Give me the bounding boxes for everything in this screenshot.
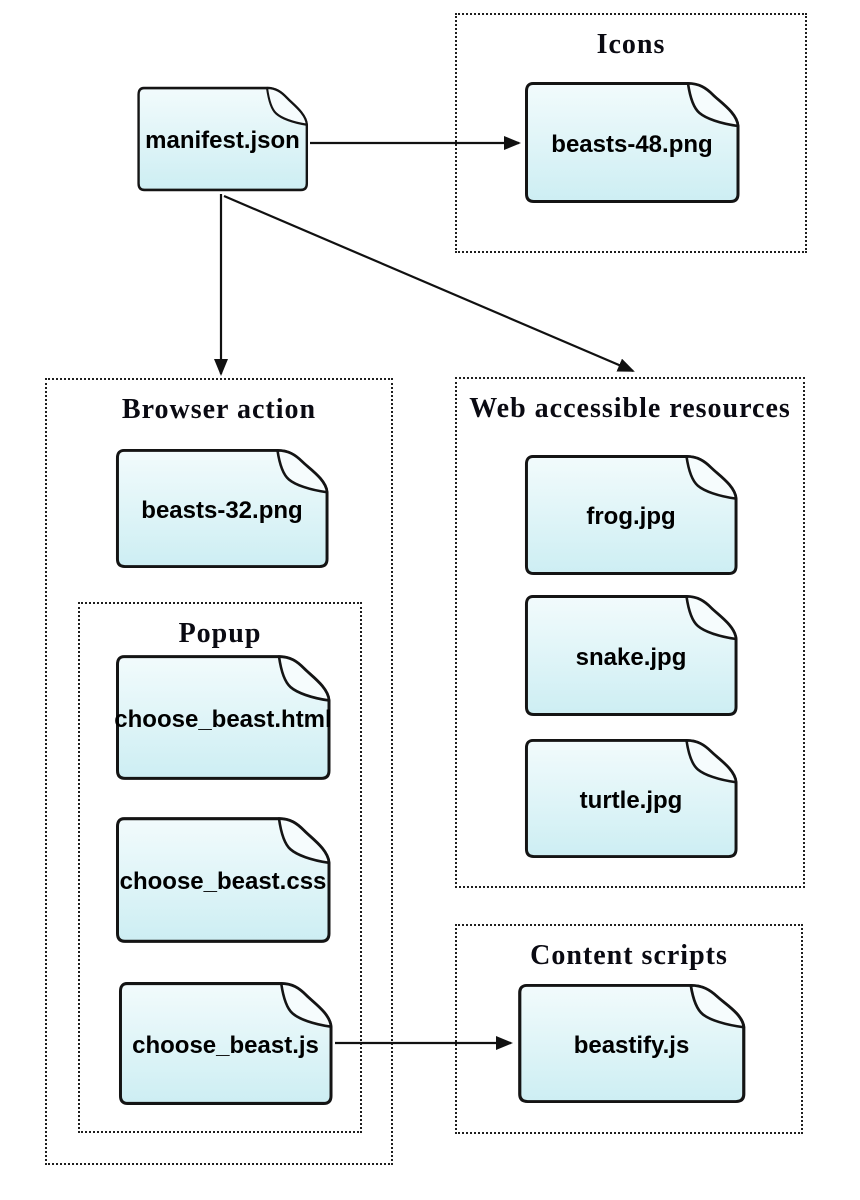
- file-label-frog: frog.jpg: [586, 503, 676, 530]
- group-content-scripts: Content scripts: [455, 924, 803, 1134]
- file-label-choose-beast-js: choose_beast.js: [132, 1031, 319, 1059]
- file-node-frog: frog.jpg: [522, 453, 740, 577]
- group-popup: Popup: [78, 602, 362, 1133]
- document-icon: [518, 983, 746, 1104]
- file-node-beasts-32: beasts-32.png: [113, 447, 331, 570]
- document-icon: [118, 982, 333, 1105]
- file-node-beastify: beastify.js: [515, 982, 748, 1105]
- file-node-snake: snake.jpg: [522, 593, 740, 718]
- file-node-manifest: manifest.json: [135, 85, 310, 193]
- file-node-beasts-48: beasts-48.png: [522, 80, 742, 205]
- group-title-web-accessible-resources: Web accessible resources: [469, 393, 791, 424]
- file-label-choose-beast-css: choose_beast.css: [119, 868, 327, 895]
- document-icon: [116, 655, 331, 780]
- document-icon: [524, 595, 738, 716]
- group-browser-action: Browser action: [45, 378, 393, 1165]
- document-icon: [524, 454, 738, 576]
- group-title-popup: Popup: [178, 618, 262, 649]
- file-label-beasts-32: beasts-32.png: [141, 496, 303, 524]
- file-label-choose-beast-html: choose_beast.html: [114, 705, 332, 733]
- document-icon: [525, 82, 740, 203]
- file-label-snake: snake.jpg: [575, 643, 687, 671]
- document-icon: [137, 86, 309, 192]
- file-label-beastify: beastify.js: [573, 1031, 690, 1059]
- group-title-icons: Icons: [596, 29, 666, 60]
- file-node-choose-beast-html: choose_beast.html: [113, 653, 333, 782]
- group-web-accessible-resources: Web accessible resources: [455, 377, 805, 888]
- document-icon: [115, 448, 329, 569]
- group-title-browser-action: Browser action: [121, 394, 317, 425]
- document-icon: [116, 817, 331, 943]
- file-node-choose-beast-js: choose_beast.js: [116, 980, 335, 1107]
- group-title-content-scripts: Content scripts: [530, 940, 728, 971]
- file-node-choose-beast-css: choose_beast.css: [113, 815, 333, 945]
- file-node-turtle: turtle.jpg: [522, 737, 740, 860]
- document-icon: [524, 738, 738, 859]
- file-label-turtle: turtle.jpg: [579, 786, 683, 814]
- file-label-beasts-48: beasts-48.png: [551, 130, 713, 158]
- file-label-manifest: manifest.json: [145, 127, 300, 154]
